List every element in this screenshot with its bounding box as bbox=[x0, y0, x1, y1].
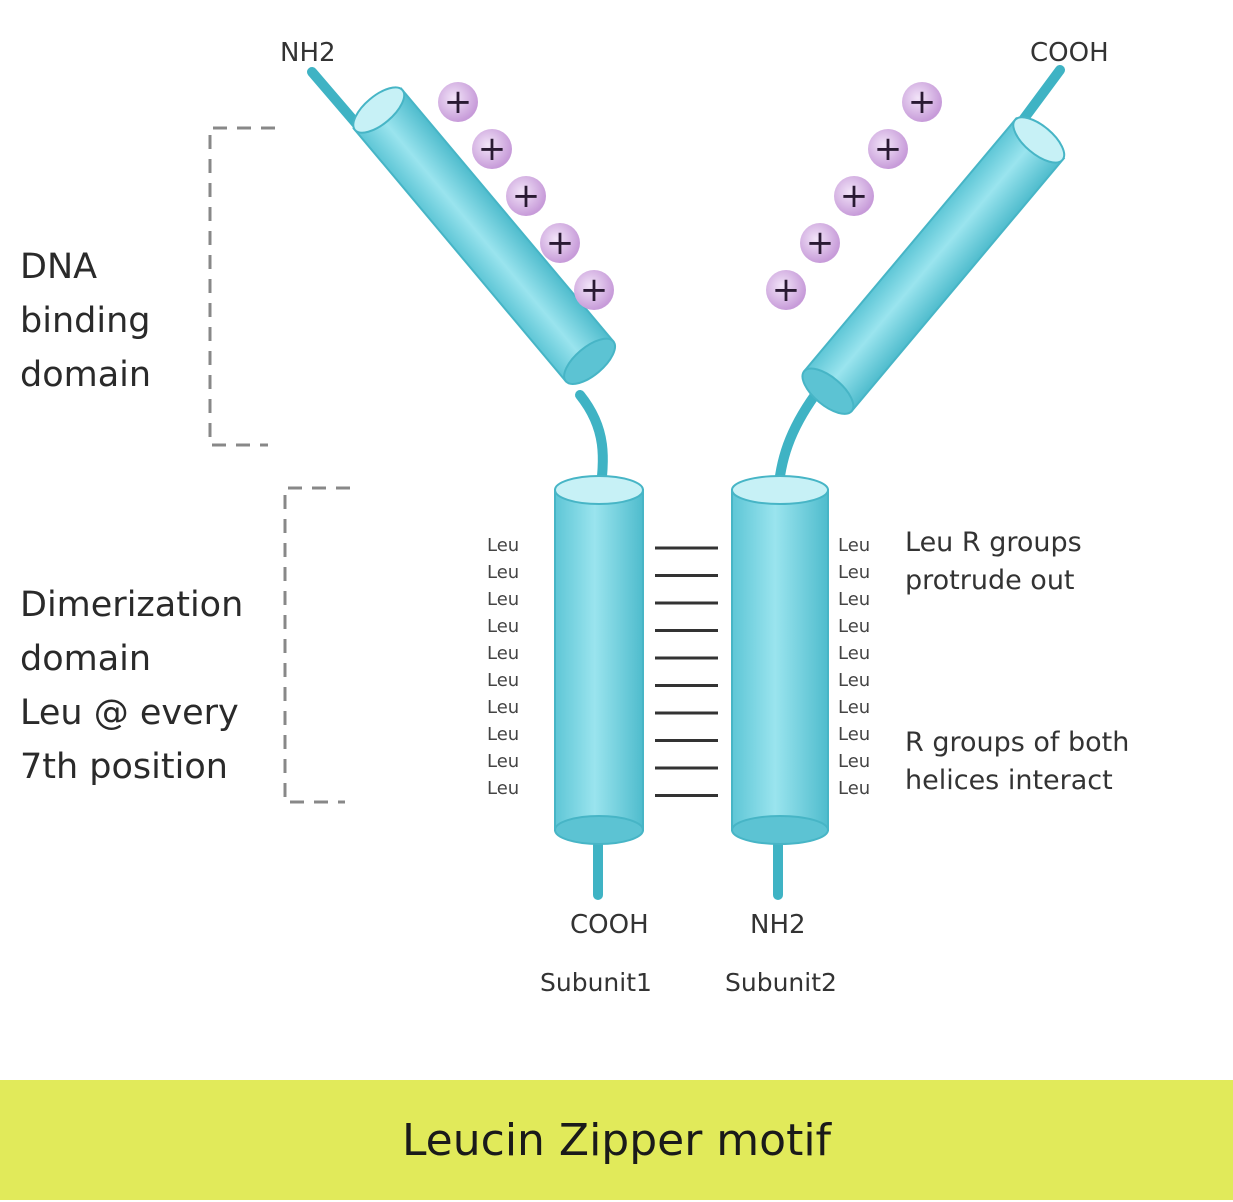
leu-residue: Leu bbox=[487, 589, 520, 610]
positive-charge: + bbox=[868, 129, 908, 169]
interact-note: R groups of both helices interact bbox=[905, 724, 1129, 800]
nh2-label-top-left: NH2 bbox=[280, 38, 336, 68]
dna-binding-line-2: binding bbox=[20, 301, 151, 341]
leu-residue: Leu bbox=[838, 670, 871, 691]
leu-residue: Leu bbox=[838, 562, 871, 583]
plus-sign: + bbox=[546, 223, 575, 263]
interact-line-1: R groups of both bbox=[905, 727, 1130, 758]
plus-sign: + bbox=[908, 82, 937, 122]
dimerization-line-1: Dimerization bbox=[20, 585, 244, 625]
leu-residue: Leu bbox=[487, 697, 520, 718]
positive-charge: + bbox=[902, 82, 942, 122]
cooh-tail-right bbox=[1015, 65, 1065, 129]
positive-charge: + bbox=[800, 223, 840, 263]
plus-sign: + bbox=[478, 129, 507, 169]
cooh-label-top-right: COOH bbox=[1030, 38, 1109, 68]
plus-sign: + bbox=[444, 82, 473, 122]
leu-residue: Leu bbox=[838, 643, 871, 664]
positive-charge: + bbox=[472, 129, 512, 169]
dna-binding-helix-right bbox=[801, 116, 1066, 415]
plus-sign: + bbox=[874, 129, 903, 169]
leu-residue: Leu bbox=[838, 589, 871, 610]
plus-sign: + bbox=[512, 176, 541, 216]
leu-residue: Leu bbox=[487, 616, 520, 637]
interact-line-2: helices interact bbox=[905, 765, 1113, 796]
positive-charges-right: +++++ bbox=[766, 82, 942, 310]
diagram-title: Leucin Zipper motif bbox=[401, 1115, 832, 1166]
leu-residue: Leu bbox=[487, 751, 520, 772]
leu-residue: Leu bbox=[838, 535, 871, 556]
dna-binding-line-1: DNA bbox=[20, 247, 98, 287]
subunit2-label: Subunit2 bbox=[725, 968, 837, 997]
plus-sign: + bbox=[840, 176, 869, 216]
leu-residue: Leu bbox=[838, 724, 871, 745]
leu-residue: Leu bbox=[838, 616, 871, 637]
dimerization-line-3: Leu @ every bbox=[20, 693, 239, 733]
nh2-tail-left bbox=[307, 67, 365, 133]
plus-sign: + bbox=[580, 270, 609, 310]
positive-charge: + bbox=[438, 82, 478, 122]
plus-sign: + bbox=[806, 223, 835, 263]
subunit1-label: Subunit1 bbox=[540, 968, 652, 997]
dimerization-helix-left bbox=[554, 475, 644, 900]
protrude-line-1: Leu R groups bbox=[905, 527, 1082, 558]
leu-residue: Leu bbox=[487, 562, 520, 583]
dimerization-bracket bbox=[283, 486, 350, 804]
positive-charge: + bbox=[506, 176, 546, 216]
dimerization-line-4: 7th position bbox=[20, 747, 228, 787]
cooh-label-bottom-left: COOH bbox=[570, 910, 649, 940]
dna-binding-line-3: domain bbox=[20, 355, 152, 395]
leu-residue: Leu bbox=[838, 778, 871, 799]
positive-charge: + bbox=[540, 223, 580, 263]
nh2-label-bottom-right: NH2 bbox=[750, 910, 806, 940]
plus-sign: + bbox=[772, 270, 801, 310]
positive-charge: + bbox=[574, 270, 614, 310]
leu-residue: Leu bbox=[487, 778, 520, 799]
leu-residue: Leu bbox=[487, 535, 520, 556]
dimerization-helix-right bbox=[731, 475, 829, 900]
dna-binding-bracket bbox=[208, 126, 275, 447]
leu-residue: Leu bbox=[487, 724, 520, 745]
dimerization-domain-label: Dimerization domain Leu @ every 7th posi… bbox=[20, 578, 280, 794]
positive-charges-left: +++++ bbox=[438, 82, 614, 310]
protrude-note: Leu R groups protrude out bbox=[905, 524, 1082, 600]
positive-charge: + bbox=[834, 176, 874, 216]
dna-binding-domain-label: DNA binding domain bbox=[20, 240, 280, 402]
diagram-artwork: +++++ +++++ bbox=[208, 65, 1066, 900]
positive-charge: + bbox=[766, 270, 806, 310]
leu-residue: Leu bbox=[487, 643, 520, 664]
leu-residue: Leu bbox=[487, 670, 520, 691]
title-banner: Leucin Zipper motif bbox=[0, 1080, 1233, 1200]
interaction-lines bbox=[655, 546, 718, 797]
dimerization-line-2: domain bbox=[20, 639, 152, 679]
leu-residue: Leu bbox=[838, 697, 871, 718]
dna-binding-helix-left bbox=[352, 86, 616, 385]
leu-residue: Leu bbox=[838, 751, 871, 772]
protrude-line-2: protrude out bbox=[905, 565, 1075, 596]
